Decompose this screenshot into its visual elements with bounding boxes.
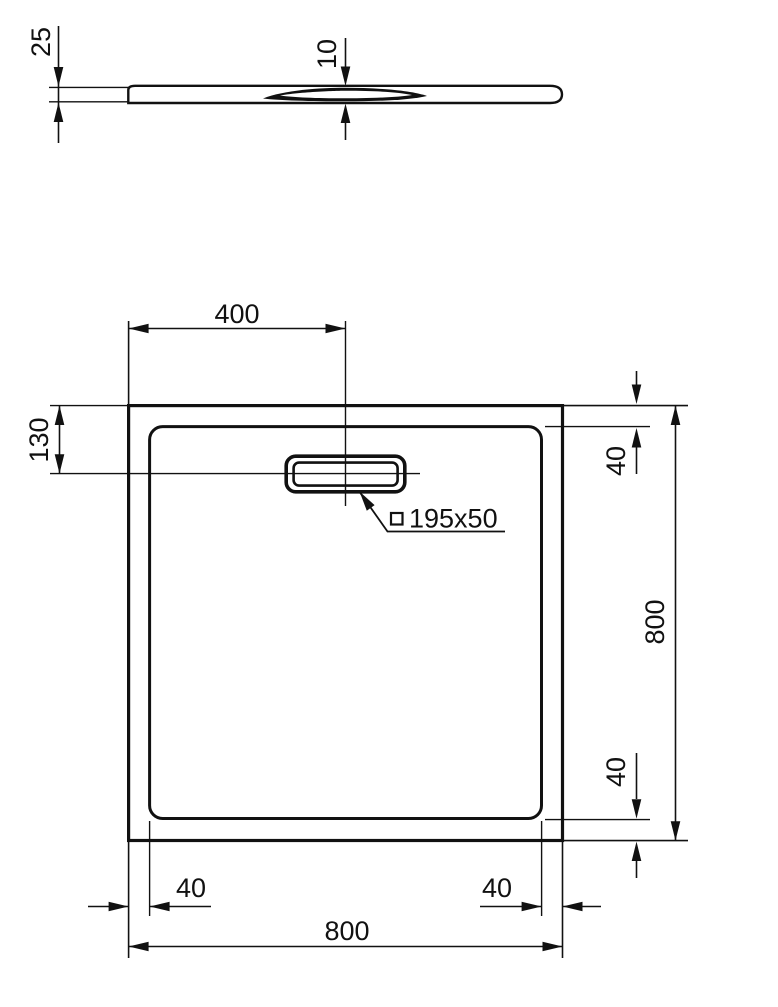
arrowhead-up-icon — [631, 428, 642, 448]
dim-label-drain-from-left: 400 — [214, 299, 259, 329]
dimension-width: 800 — [128, 916, 563, 952]
arrowhead-up-icon — [631, 841, 642, 861]
arrowhead-left-icon — [128, 323, 149, 334]
side-profile-view: 25 10 — [26, 26, 564, 143]
drain-size-callout: 195x50 — [359, 491, 505, 534]
drain-inner-outline — [292, 461, 399, 487]
dimension-drain-from-left: 400 — [127, 299, 346, 404]
dimension-drain-from-top: 130 — [24, 404, 128, 474]
drain-outer-outline — [284, 454, 407, 494]
dim-label-drain-from-top: 130 — [24, 417, 54, 462]
dimension-inset-right: 40 — [480, 873, 601, 912]
arrowhead-down-icon — [670, 821, 681, 841]
dim-label-drain-raise: 10 — [312, 39, 342, 69]
arrowhead-up-icon — [54, 405, 65, 425]
arrowhead-right-icon — [325, 323, 346, 334]
dimension-drain-raise: 10 — [312, 38, 351, 140]
square-symbol-icon — [389, 511, 404, 526]
arrowhead-right-icon — [108, 901, 129, 912]
arrowhead-down-icon — [54, 454, 65, 474]
arrowhead-down-icon — [340, 66, 351, 86]
dim-label-inset-left: 40 — [176, 873, 206, 903]
dim-label-depth: 800 — [640, 599, 670, 644]
arrowhead-right-icon — [542, 941, 563, 952]
dim-label-drain-size: 195x50 — [409, 504, 498, 534]
drain-cover-profile-highlight — [280, 90, 412, 99]
dim-label-inset-top: 40 — [601, 446, 631, 476]
dimension-depth: 800 — [640, 405, 681, 841]
arrowhead-down-icon — [631, 799, 642, 819]
dim-label-inset-right: 40 — [482, 873, 512, 903]
arrowhead-right-icon — [521, 901, 542, 912]
dim-label-profile-height: 25 — [26, 27, 56, 57]
arrowhead-down-icon — [53, 67, 64, 87]
arrowhead-up-icon — [670, 405, 681, 425]
arrowhead-left-icon — [128, 941, 149, 952]
arrowhead-up-icon — [340, 103, 351, 123]
plan-view: 400 130 195x50 40 — [24, 299, 688, 958]
dimension-inset-bottom: 40 — [601, 753, 642, 878]
dimension-inset-left: 40 — [88, 873, 211, 912]
arrowhead-down-icon — [631, 384, 642, 404]
dimension-inset-top: 40 — [601, 371, 642, 476]
leader-arrowhead-icon — [359, 491, 375, 511]
arrowhead-up-icon — [53, 102, 64, 122]
dimension-profile-height: 25 — [26, 26, 64, 143]
dim-label-inset-bottom: 40 — [601, 757, 631, 787]
dim-label-width: 800 — [324, 916, 369, 946]
